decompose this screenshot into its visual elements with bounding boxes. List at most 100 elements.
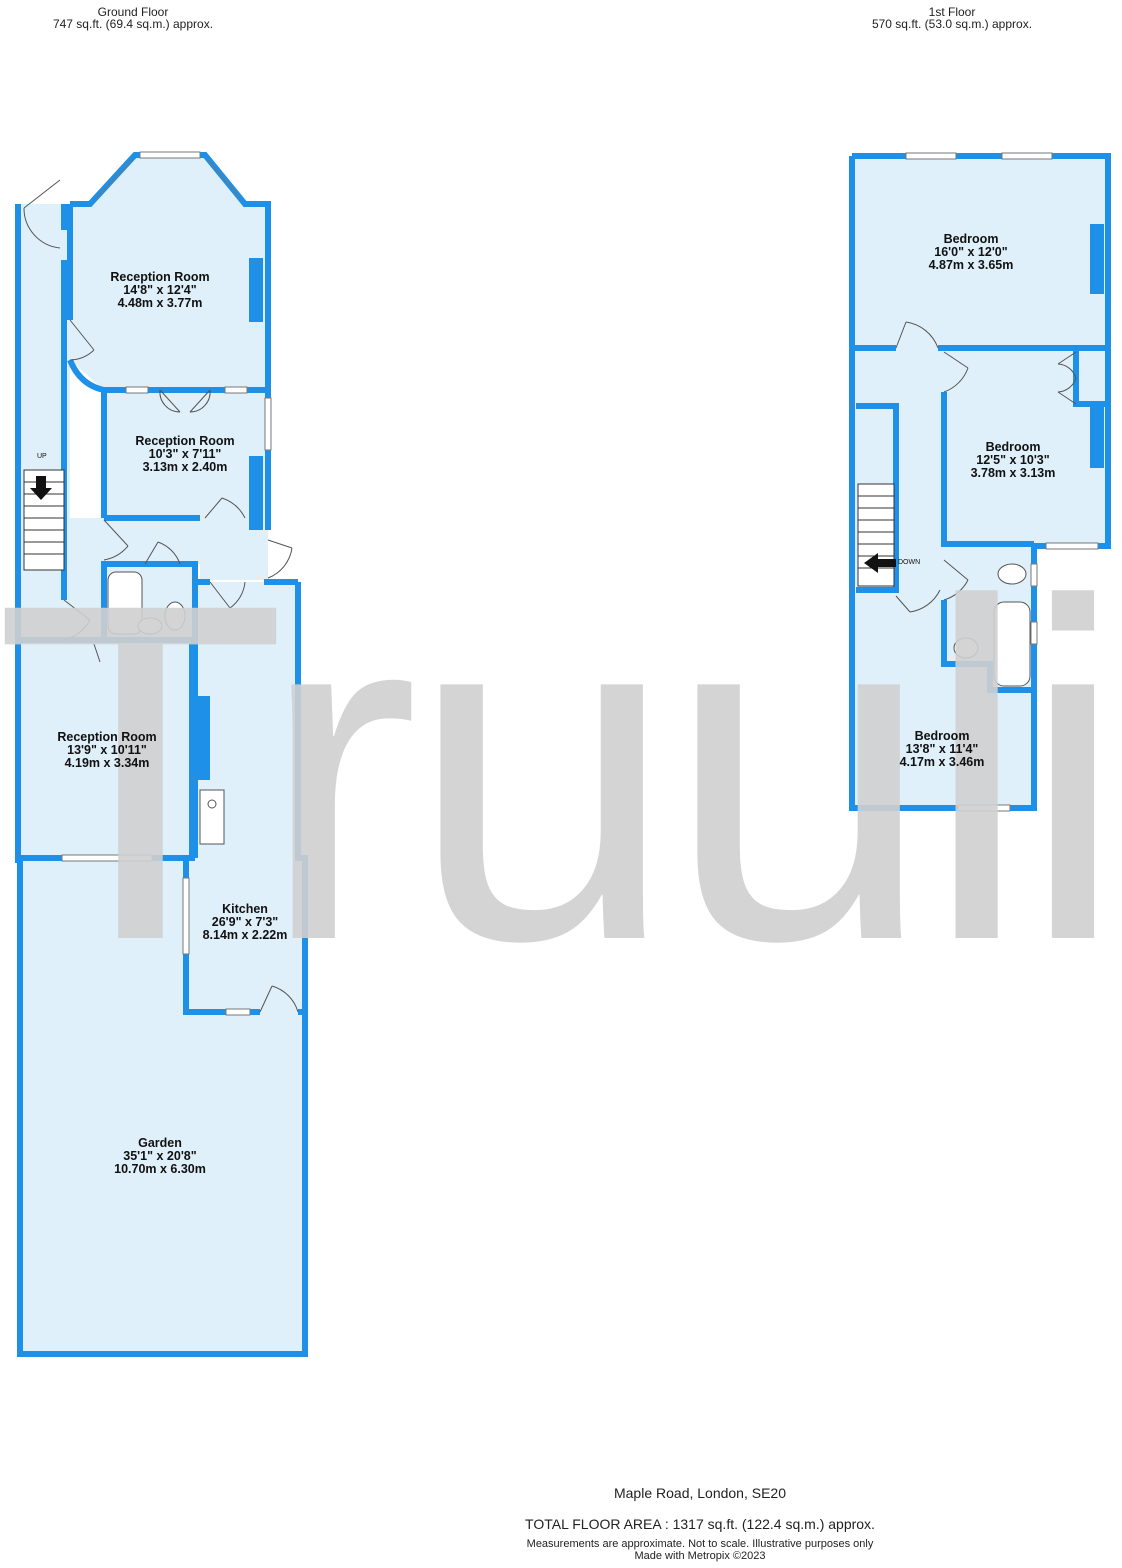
room-name: Bedroom [914, 729, 970, 743]
bedroom-1-chimney [1090, 224, 1104, 294]
room-size-metric: 3.78m x 3.13m [970, 466, 1056, 480]
bedroom-1-window-2 [1001, 152, 1053, 160]
room-size-imperial: 12'5" x 10'3" [976, 453, 1050, 467]
bay-wall [70, 152, 271, 390]
bathroom-left-wall [941, 600, 1034, 693]
footer-total-area: TOTAL FLOOR AREA : 1317 sq.ft. (122.4 sq… [525, 1516, 875, 1532]
ground-basin [137, 617, 163, 635]
kitchen-side-window [182, 877, 190, 955]
garden-floor [20, 860, 305, 1354]
first-basin [953, 637, 979, 659]
room-name: Bedroom [943, 232, 999, 246]
kitchen-sink [199, 789, 225, 845]
room-name: Bedroom [985, 440, 1041, 454]
ground-floor-name: Ground Floor [97, 5, 169, 19]
kitchen-floor [186, 582, 305, 1012]
kitchen-rear-window [225, 1008, 251, 1016]
room-size-metric: 8.14m x 2.22m [202, 928, 288, 942]
reception-room-2-label: Reception Room 10'3" x 7'11" 3.13m x 2.4… [75, 435, 295, 474]
room-name: Kitchen [222, 902, 268, 916]
hall-door [103, 519, 129, 561]
side-door [267, 539, 293, 579]
bedroom-2-label: Bedroom 12'5" x 10'3" 3.78m x 3.13m [903, 441, 1122, 480]
reception-2-side-window [264, 397, 272, 451]
room-size-metric: 4.87m x 3.65m [928, 258, 1014, 272]
room-name: Reception Room [110, 270, 210, 284]
room-size-imperial: 16'0" x 12'0" [934, 245, 1008, 259]
first-floor-name: 1st Floor [928, 5, 976, 19]
room-name: Reception Room [57, 730, 157, 744]
bathroom-door-first [943, 559, 969, 601]
bedroom-2-floor [944, 348, 1108, 544]
room-size-metric: 4.19m x 3.34m [64, 756, 150, 770]
room-size-metric: 3.13m x 2.40m [142, 460, 228, 474]
room-size-metric: 4.17m x 3.46m [899, 755, 985, 769]
sink-drain [207, 799, 217, 809]
footer-disclaimer-block: Measurements are approximate. Not to sca… [450, 1538, 950, 1562]
footer-address: Maple Road, London, SE20 [613, 1485, 786, 1501]
first-floor-area: 570 sq.ft. (53.0 sq.m.) approx. [871, 17, 1033, 31]
room-size-metric: 4.48m x 3.77m [117, 296, 203, 310]
watermark: Truuli [0, 503, 1122, 1040]
reception-room-3-label: Reception Room 13'9" x 10'11" 4.19m x 3.… [0, 731, 217, 770]
bathroom-window-2 [1030, 621, 1038, 645]
footer-total-block: TOTAL FLOOR AREA : 1317 sq.ft. (122.4 sq… [450, 1516, 950, 1532]
room-size-imperial: 26'9" x 7'3" [211, 915, 279, 929]
room-size-imperial: 35'1" x 20'8" [123, 1149, 197, 1163]
bedroom-3-label: Bedroom 13'8" x 11'4" 4.17m x 3.46m [832, 730, 1052, 769]
reception-room-2-floor [104, 390, 268, 518]
room-size-imperial: 10'3" x 7'11" [148, 447, 222, 461]
reception-2-doors [159, 389, 211, 413]
reception-3-door [63, 599, 101, 663]
first-floor-plan [849, 152, 1111, 812]
bay-window-right [207, 159, 241, 199]
chimney-breast-1 [249, 258, 263, 322]
first-toilet [997, 563, 1027, 585]
ground-floor-header: Ground Floor 747 sq.ft. (69.4 sq.m.) app… [0, 6, 283, 30]
first-stairs [857, 483, 896, 587]
bedroom-2-chimney [1090, 406, 1104, 468]
footer-credit: Made with Metropix ©2023 [634, 1550, 766, 1562]
reception-3-window [61, 854, 153, 862]
ground-bath [107, 571, 143, 635]
first-floor-header: 1st Floor 570 sq.ft. (53.0 sq.m.) approx… [802, 6, 1102, 30]
bedroom-3-door [895, 589, 941, 613]
room-size-imperial: 13'8" x 11'4" [905, 742, 979, 756]
bathroom-door [144, 541, 181, 565]
reception-room-3-floor [20, 640, 192, 858]
bedroom-3-floor [852, 590, 1034, 808]
reception-2-window-2 [224, 386, 248, 394]
first-bath-tub [993, 601, 1031, 687]
bathroom-window-1 [1030, 563, 1038, 587]
bedroom-2-door [943, 351, 969, 393]
bedroom-1-floor [852, 156, 1108, 348]
stairs-down-label: DOWN [898, 559, 921, 566]
bedroom-2-left-wall [941, 392, 1034, 547]
bay-window-front [139, 151, 201, 159]
reception-1-curved-wall [67, 358, 105, 393]
bedroom-1-door [895, 321, 939, 349]
reception-2-lower-door [204, 497, 246, 519]
ground-stairs [23, 469, 65, 571]
garden-label: Garden 35'1" x 20'8" 10.70m x 6.30m [50, 1137, 270, 1176]
ground-floor-area: 747 sq.ft. (69.4 sq.m.) approx. [52, 17, 214, 31]
stairs-up-label: UP [37, 453, 47, 460]
kitchen-label: Kitchen 26'9" x 7'3" 8.14m x 2.22m [135, 903, 355, 942]
garden-door [259, 985, 299, 1013]
landing-stair-wall [856, 403, 899, 593]
room-name: Reception Room [135, 434, 235, 448]
reception-room-1-floor [70, 155, 268, 390]
bedroom-2-window [1045, 542, 1099, 550]
room-size-metric: 10.70m x 6.30m [114, 1162, 206, 1176]
bedroom-3-window [957, 804, 1011, 812]
reception-1-door [69, 319, 95, 361]
bay-window-left [95, 159, 133, 199]
front-door [23, 179, 61, 249]
reception-2-window-1 [125, 386, 149, 394]
kitchen-door [209, 581, 246, 609]
bedroom-1-window-1 [905, 152, 957, 160]
ground-toilet [164, 601, 186, 631]
bedroom-1-label: Bedroom 16'0" x 12'0" 4.87m x 3.65m [861, 233, 1081, 272]
wardrobe-doors [1057, 351, 1077, 405]
